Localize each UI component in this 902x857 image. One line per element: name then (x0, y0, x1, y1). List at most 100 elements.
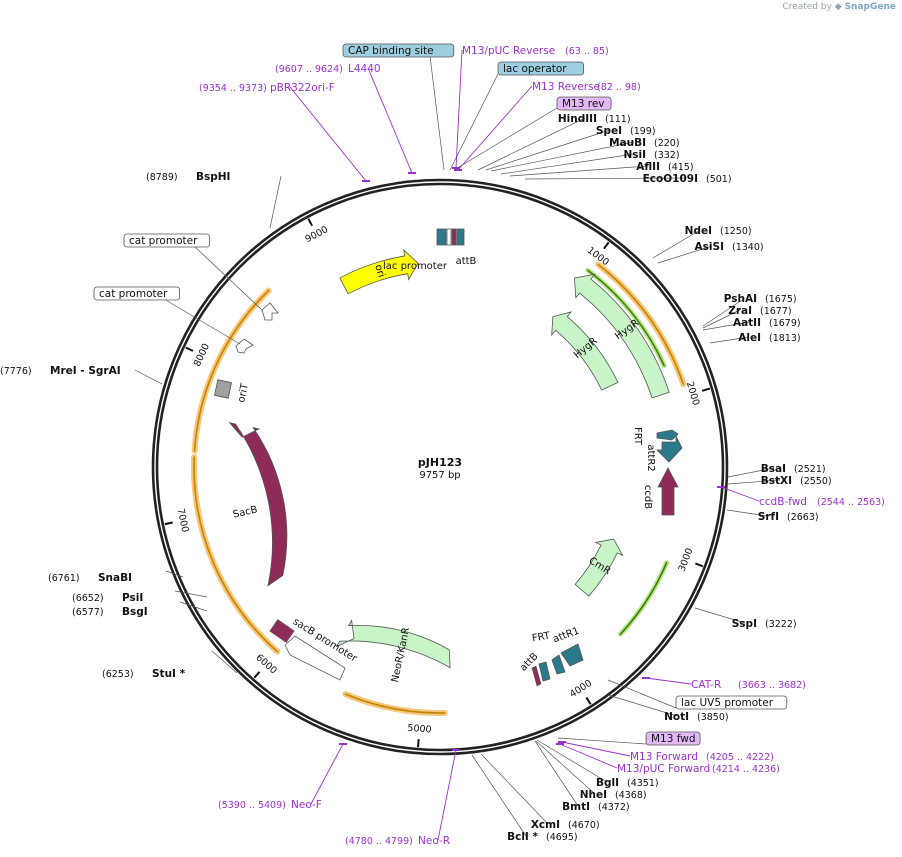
box-m13-rev-2 (556, 96, 612, 111)
primer-leader-pbr322ori-f (289, 86, 367, 182)
box-leader-3 (193, 245, 263, 311)
tick-mark-3000 (695, 562, 704, 568)
tick-mark-1000 (603, 241, 610, 250)
site-pos-srfi: (2663) (787, 512, 819, 523)
site-pos-bgli: (4351) (627, 778, 659, 789)
site-name-srfi: SrfI (758, 511, 779, 523)
primer-leader-m13-puc-forward (559, 743, 618, 769)
site-leader-mrei-sgrai (134, 369, 163, 385)
small-label-attr1-7: attR1 (551, 626, 580, 646)
primer-leader-m13-reverse (457, 85, 533, 171)
orf-arc-neor-halo (342, 691, 448, 716)
feature-hygr (551, 311, 619, 391)
box-cat-promoter-4 (93, 286, 180, 301)
feature-attb-right (456, 228, 465, 246)
tick-mark-4000 (585, 696, 592, 705)
primer-name-m13-reverse: M13 Reverse (532, 81, 600, 93)
backbone-ring (151, 178, 729, 756)
box-label-cap-binding-site-0: CAP binding site (348, 45, 434, 57)
primer-name-ccdb-fwd: ccdB-fwd (759, 496, 807, 508)
primer-name-neo-f: Neo-F (291, 799, 322, 811)
primer-leader-neo-r (437, 749, 457, 841)
site-pos-bcli: (4695) (546, 832, 578, 843)
box-label-cat-promoter-4: cat promoter (99, 288, 168, 300)
tick-label-4000: 4000 (568, 678, 594, 700)
site-name-noti: NotI (664, 711, 689, 723)
site-pos-aflii: (415) (668, 162, 694, 173)
primer-name-cat-r: CAT-R (691, 679, 721, 691)
primer-leader-l4440 (367, 67, 413, 174)
site-name-bsgi: BsgI (122, 606, 148, 618)
small-label-attr2-4: attR2 (645, 444, 656, 471)
site-leader-noti (607, 694, 678, 717)
primer-pos-ccdb-fwd: (2544 .. 2563) (817, 497, 885, 508)
site-name-xcmi: XcmI (531, 819, 560, 831)
site-name-nhei: NheI (580, 789, 607, 801)
feature-hygr (574, 273, 670, 399)
feature-lac-operator (451, 228, 457, 246)
orf-arc-cat (193, 289, 270, 452)
site-pos-asisi: (1340) (732, 242, 764, 253)
site-name-ndei: NdeI (685, 225, 712, 237)
site-leader-stui (211, 650, 238, 674)
feature-cmr (574, 538, 624, 597)
primer-leader-m13-puc-reverse (455, 49, 463, 169)
small-label-orit-2: oriT (236, 382, 251, 404)
site-name-aflii: AflII (636, 161, 660, 173)
site-name-alei: AleI (738, 332, 761, 344)
orf-arc-hygr (597, 263, 685, 386)
site-pos-ndei: (1250) (720, 226, 752, 237)
site-pos-maubi: (220) (654, 138, 680, 149)
primer-pos-l4440: (9607 .. 9624) (275, 64, 343, 75)
box-cap-binding-site-0 (342, 43, 455, 58)
primer-name-neo-r: Neo-R (418, 835, 450, 847)
orf-arc-neor (344, 693, 446, 714)
site-name-asisi: AsiSI (695, 241, 724, 253)
site-leader-maubi (490, 141, 635, 172)
feature-lac-promoter (446, 228, 452, 246)
site-name-sspi: SspI (732, 618, 757, 630)
tick-mark-5000 (417, 739, 420, 748)
tick-label-6000: 6000 (253, 652, 278, 676)
site-leader-bcli (471, 754, 527, 837)
box-label-lac-uv5-promoter-5: lac UV5 promoter (681, 697, 774, 709)
site-name-hindiii: HindIII (558, 113, 597, 125)
feature-cat-promoter-1 (261, 302, 279, 321)
site-pos-aatii: (1679) (769, 318, 801, 329)
plasmid-length: 9757 bp (419, 470, 460, 481)
primer-pos-pbr322ori-f: (9354 .. 9373) (199, 83, 267, 94)
site-name-bgli: BglI (596, 777, 619, 789)
tick-mark-2000 (701, 387, 711, 392)
box-lac-operator-1 (497, 61, 584, 76)
tick-mark-7000 (164, 521, 173, 526)
box-leader-0 (429, 55, 445, 171)
feature-attb-marker (531, 665, 542, 687)
box-label-m13-rev-2: M13 rev (562, 98, 605, 110)
feature-frt (656, 429, 679, 441)
leader-lines (134, 49, 781, 841)
site-pos-nsii: (332) (654, 150, 680, 161)
site-name-stui: StuI * (152, 668, 186, 680)
feature-attr1 (560, 643, 584, 667)
primer-pos-neo-f: (5390 .. 5409) (218, 800, 286, 811)
primer-pos-m13-forward: (4205 .. 4222) (706, 752, 774, 763)
site-name-bsai: BsaI (761, 463, 786, 475)
orf-arc-hygr2 (586, 269, 665, 367)
site-leader-pshai (702, 297, 746, 327)
box-label-m13-fwd-6: M13 fwd (651, 733, 696, 745)
site-pos-spei: (199) (630, 126, 656, 137)
credit-prefix: Created by (782, 2, 832, 12)
site-name-bsphi: BspHI (196, 171, 230, 183)
feature-attb-2 (538, 661, 551, 682)
site-name-bcli: BclI * (507, 831, 538, 843)
site-name-ecoo109i: EcoO109I (643, 173, 698, 185)
site-labels: HindIII(111)SpeI(199)MauBI(220)NsiI(332)… (0, 43, 885, 847)
feature-label-sacb: SacB (232, 504, 259, 520)
box-leader-1 (449, 73, 499, 171)
primer-name-m13-forward: M13 Forward (630, 751, 698, 763)
site-leader-srfi (726, 509, 768, 517)
site-pos-bsphi: (8789) (146, 172, 178, 183)
site-leader-bsphi (269, 175, 282, 229)
primer-pos-neo-r: (4780 .. 4799) (345, 836, 413, 847)
primer-leader-m13-forward (561, 741, 631, 757)
